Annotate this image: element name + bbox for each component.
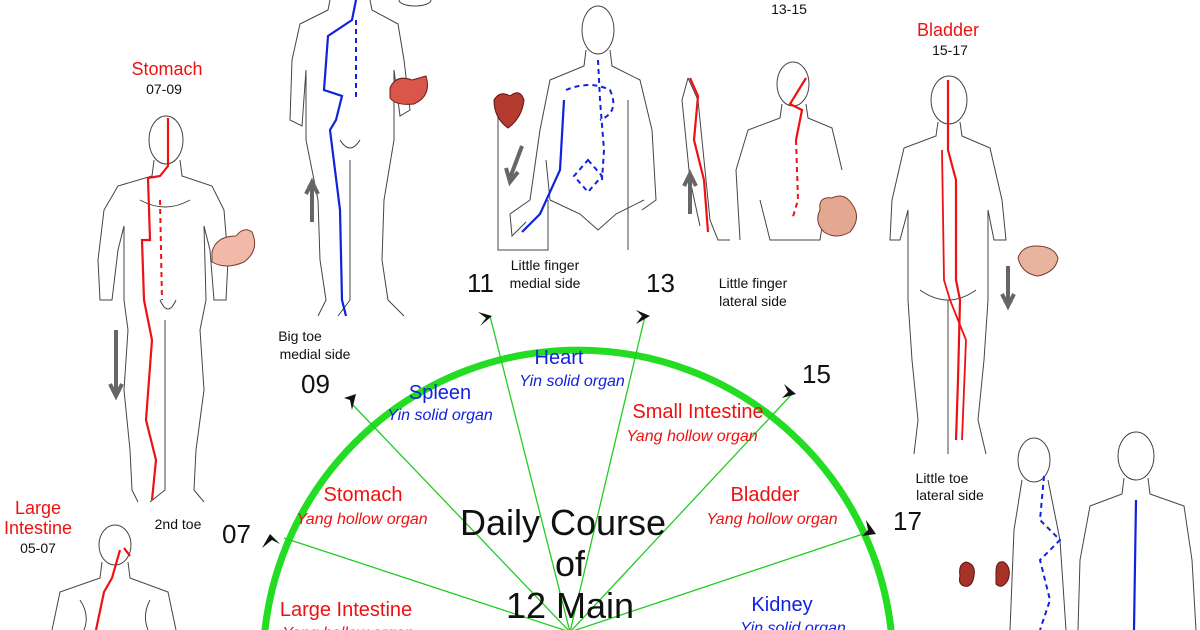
stomach-body-outline	[97, 115, 229, 503]
bladder-figure-name: Bladder	[917, 20, 979, 40]
spoke-17	[573, 532, 867, 630]
kidney-organ-icon-left	[959, 561, 975, 587]
sector-name-small-intestine: Small Intestine	[632, 401, 763, 423]
small-intestine-figure: 13-15 Little finger lateral side	[681, 1, 857, 309]
spleen-figure: Big toe medial side	[278, 0, 432, 362]
heart-endpoint-2: medial side	[510, 275, 581, 291]
hour-label-09: 09	[301, 369, 330, 399]
li-head-outline	[98, 524, 132, 566]
small-intestine-internal-path	[791, 139, 800, 221]
li-body-outline	[51, 561, 177, 630]
small-intestine-time: 13-15	[771, 1, 807, 17]
sector-type-heart: Yin solid organ	[519, 373, 625, 390]
sector-name-heart: Heart	[535, 347, 584, 369]
li-ribs-outline	[79, 599, 151, 630]
bladder-organ-icon	[1017, 245, 1059, 277]
spoke-07	[283, 537, 566, 630]
stomach-figure-time: 07-09	[146, 81, 182, 97]
meridian-wheel: 07 09 11 13 15 17 Large Intestine Stomac…	[222, 268, 922, 630]
kidney-organ-icon-right	[995, 561, 1010, 587]
spoke-13	[569, 315, 646, 630]
bladder-endpoint-2: lateral side	[916, 487, 984, 503]
stomach-figure: Stomach 07-09 2nd toe	[97, 59, 256, 532]
wheel-spokes	[283, 315, 867, 630]
chevron-09	[344, 394, 356, 410]
title-line-2: of	[555, 543, 586, 584]
li-figure-time: 05-07	[20, 540, 56, 556]
wheel-arc	[261, 346, 895, 630]
sector-name-bladder: Bladder	[731, 484, 800, 506]
bladder-body-outline	[889, 75, 1007, 455]
bladder-meridian-path	[946, 80, 962, 441]
bladder-figure: Bladder 15-17 Little toe lateral side	[889, 20, 1059, 503]
hour-label-07: 07	[222, 519, 251, 549]
small-intestine-endpoint-1: Little finger	[719, 275, 788, 291]
sector-name-spleen: Spleen	[409, 382, 471, 404]
spleen-body-outline	[289, 0, 432, 317]
hour-label-13: 13	[646, 268, 675, 298]
bladder-figure-time: 15-17	[932, 42, 968, 58]
stomach-organ-icon	[211, 229, 256, 267]
spoke-11	[489, 315, 571, 630]
heart-flow-arrow	[504, 145, 524, 187]
sector-name-kidney: Kidney	[751, 594, 812, 616]
hour-label-11: 11	[467, 268, 494, 298]
chevron-15	[782, 384, 796, 398]
sector-type-large-intestine: Yang hollow organ	[282, 625, 413, 630]
spleen-endpoint-1: Big toe	[278, 328, 322, 344]
stomach-figure-name: Stomach	[131, 59, 202, 79]
heart-meridian-path	[521, 99, 566, 233]
chevron-07	[262, 534, 280, 548]
spleen-meridian-path	[322, 0, 358, 317]
title-line-1: Daily Course	[460, 502, 666, 543]
small-intestine-organ-icon	[817, 195, 857, 237]
stomach-flow-arrow	[108, 330, 124, 401]
hour-label-15: 15	[802, 359, 831, 389]
spleen-organ-icon	[389, 75, 428, 105]
chevron-17	[862, 520, 876, 536]
title-line-3: 12 Main	[506, 585, 634, 626]
li-meridian-path	[94, 547, 131, 630]
small-intestine-endpoint-2: lateral side	[719, 293, 787, 309]
small-intestine-meridian-path	[688, 77, 807, 233]
spoke-09	[351, 403, 569, 630]
chevron-13	[636, 310, 650, 324]
stomach-endpoint: 2nd toe	[155, 516, 202, 532]
li-figure-name-2: Intestine	[4, 518, 72, 538]
kidney-figure	[959, 431, 1197, 630]
hour-chevrons	[262, 310, 876, 548]
sector-type-spleen: Yin solid organ	[387, 407, 493, 424]
small-intestine-flow-arrow	[682, 169, 698, 214]
hour-label-17: 17	[893, 506, 922, 536]
stomach-internal-path	[159, 199, 163, 301]
bladder-flow-arrow	[1000, 266, 1016, 311]
kidney-internal-path	[1038, 475, 1062, 630]
heart-body-outline	[497, 5, 657, 251]
heart-organ-icon	[493, 92, 525, 129]
sector-type-small-intestine: Yang hollow organ	[626, 428, 757, 445]
sector-type-kidney: Yin solid organ	[740, 620, 846, 630]
spleen-endpoint-2: medial side	[280, 346, 351, 362]
kidney-body-outline	[1009, 431, 1197, 630]
bladder-meridian-path-2	[941, 149, 967, 441]
heart-figure: Little finger medial side	[493, 5, 657, 291]
sector-name-large-intestine: Large Intestine	[280, 599, 412, 621]
heart-internal-path	[565, 59, 615, 181]
stomach-meridian-path	[140, 118, 170, 501]
heart-endpoint-1: Little finger	[511, 257, 580, 273]
spoke-15	[570, 393, 793, 630]
sector-type-stomach: Yang hollow organ	[296, 511, 427, 528]
bladder-endpoint-1: Little toe	[916, 470, 969, 486]
sector-name-stomach: Stomach	[324, 484, 403, 506]
spleen-flow-arrow	[304, 177, 320, 222]
li-figure-name-1: Large	[15, 498, 61, 518]
chevron-11	[478, 312, 492, 326]
kidney-meridian-path	[1132, 499, 1138, 630]
large-intestine-figure: Large Intestine 05-07	[4, 498, 177, 630]
sector-type-bladder: Yang hollow organ	[706, 511, 837, 528]
heart-internal-loop	[572, 158, 604, 194]
